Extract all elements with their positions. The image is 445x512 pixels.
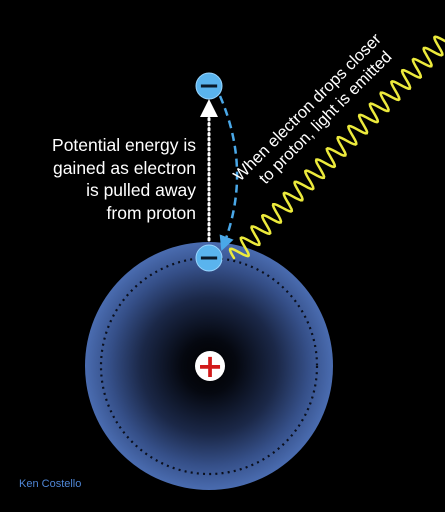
potential-line-1: Potential energy is	[52, 135, 196, 155]
potential-energy-label: Potential energy is gained as electron i…	[20, 134, 196, 224]
return-path	[218, 95, 239, 252]
emission-line-1: When electron drops closer	[230, 30, 385, 185]
proton-sign: +	[197, 347, 224, 385]
author-credit: Ken Costello	[19, 478, 82, 490]
potential-line-3: is pulled away	[86, 180, 196, 200]
electron-excited-sign: −	[198, 71, 220, 101]
emission-line-2: to proton, light is emitted	[256, 48, 396, 188]
potential-line-4: from proton	[106, 202, 196, 223]
potential-line-2: gained as electron	[52, 157, 196, 178]
light-wave	[228, 35, 445, 260]
electron-ground: −	[195, 243, 223, 273]
electron-excited: −	[195, 71, 223, 101]
electron-ground-sign: −	[198, 243, 220, 273]
proton: +	[195, 347, 225, 385]
